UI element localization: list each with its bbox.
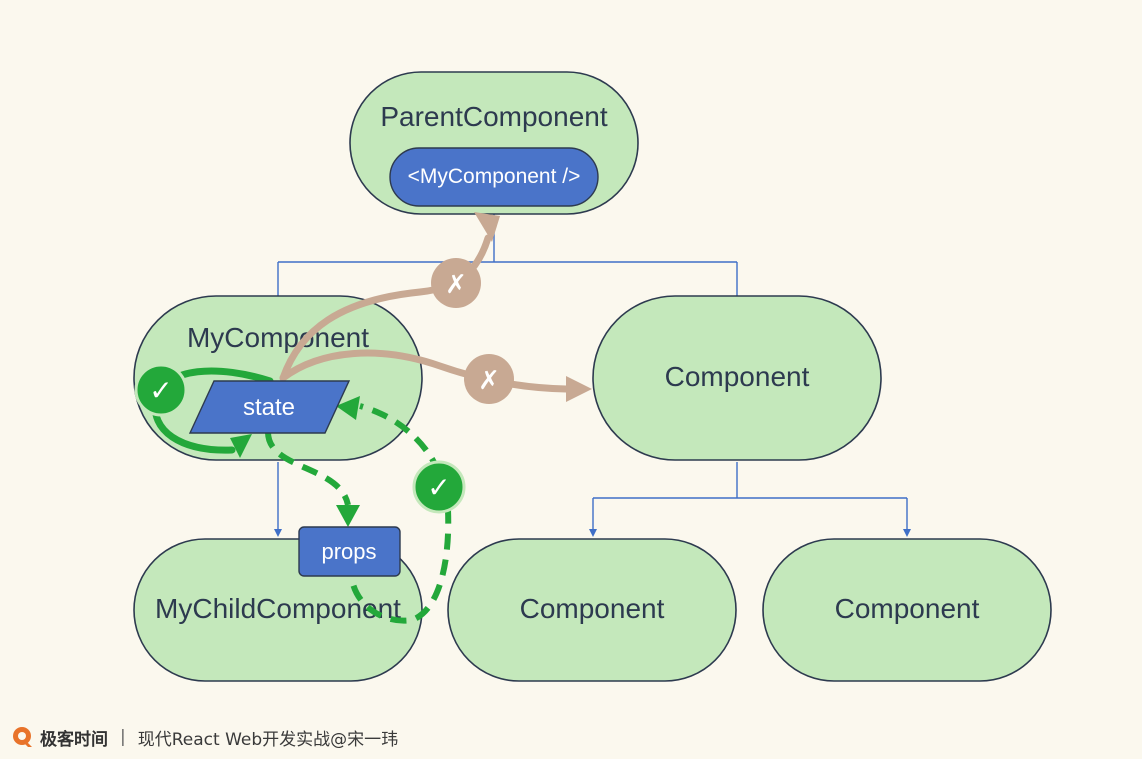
- props-label: props: [321, 539, 376, 564]
- props-chip: props: [298, 526, 401, 577]
- cross-icon: ✗: [478, 366, 500, 396]
- check-badge-self: [134, 363, 188, 417]
- mycomponent-jsx-chip: [389, 147, 599, 207]
- parent-component-label: ParentComponent: [380, 101, 607, 132]
- node-component-right: Component: [592, 295, 882, 461]
- component-right-label: Component: [665, 361, 810, 392]
- tree-connectors: [274, 210, 911, 537]
- footer: 极客时间 | 现代React Web开发实战@宋一玮: [12, 724, 398, 750]
- node-parent-component: ParentComponent <MyComponent />: [349, 71, 639, 215]
- footer-separator: |: [120, 727, 126, 747]
- state-to-props-arrowhead: [336, 505, 360, 527]
- blocked-arrowhead-parent: [474, 212, 500, 242]
- geektime-logo-icon: [13, 727, 32, 747]
- allowed-flows: ✓ ✓: [134, 363, 466, 624]
- blocked-flows: ✗ ✗: [279, 212, 592, 404]
- node-component-bottom-right: Component: [762, 538, 1052, 682]
- check-icon: ✓: [427, 471, 450, 504]
- mycomponent-jsx-label: <MyComponent />: [408, 165, 581, 188]
- state-to-props-flow: [265, 431, 351, 506]
- footer-course-title: 现代React Web开发实战@宋一玮: [137, 729, 399, 750]
- blocked-arrowhead-component: [566, 376, 592, 402]
- check-icon: ✓: [149, 374, 172, 407]
- check-badge-callback: [412, 460, 466, 514]
- self-update-arrowhead: [230, 434, 252, 458]
- state-label: state: [243, 394, 295, 421]
- cross-icon: ✗: [445, 270, 467, 300]
- blocked-arrow-to-component: [279, 349, 570, 393]
- my-child-component-label: MyChildComponent: [155, 593, 401, 624]
- node-component-bottom-left: Component: [447, 538, 737, 682]
- cross-badge-component: [464, 354, 514, 404]
- my-component-label: MyComponent: [187, 322, 369, 353]
- component-bottom-right-label: Component: [835, 593, 980, 624]
- state-chip: state: [188, 380, 351, 434]
- cross-badge-parent: [431, 258, 481, 308]
- callback-to-state-arrowhead: [336, 396, 360, 420]
- footer-brand: 极客时间: [40, 729, 108, 750]
- component-bottom-left-label: Component: [520, 593, 665, 624]
- callback-to-state-flow: [348, 403, 452, 624]
